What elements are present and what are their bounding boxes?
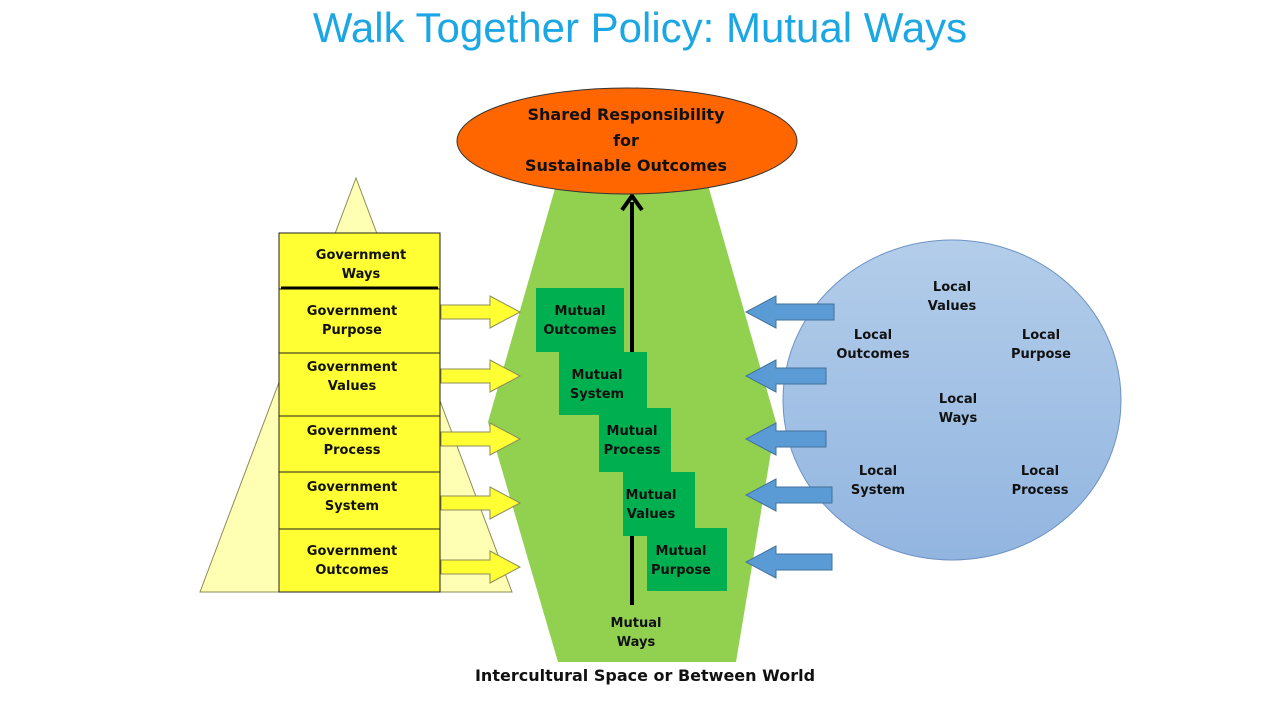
arrow-right-icon: [440, 486, 522, 520]
mutual-process-label: Mutual Process: [603, 424, 661, 458]
oval-line-2: for: [613, 130, 639, 150]
arrow-right-icon: [440, 550, 522, 584]
shared-responsibility-oval: [456, 87, 798, 195]
page-title: Walk Together Policy: Mutual Ways: [312, 4, 968, 51]
mutual-outcomes-label: Mutual Outcomes: [543, 304, 617, 338]
government-values-label: Government Values: [306, 360, 398, 394]
local-purpose-label: Local Purpose: [1011, 328, 1071, 362]
mutual-system-box: [559, 352, 647, 415]
local-arrows: [744, 295, 835, 579]
government-purpose-label: Government Purpose: [306, 304, 398, 338]
government-values-box: [278, 352, 441, 417]
mutual-purpose-box: [647, 528, 727, 591]
oval-line-1: Shared Responsibility: [527, 105, 725, 124]
government-ways-box: [278, 232, 441, 290]
mutual-outcomes-box: [536, 288, 624, 352]
government-purpose-box: [278, 288, 441, 354]
oval-line-3: Sustainable Outcomes: [524, 156, 728, 175]
oval-label: Shared Responsibility for Sustainable Ou…: [470, 102, 782, 179]
mutual-purpose-label: Mutual Purpose: [651, 544, 711, 578]
arrow-left-icon: [744, 359, 827, 393]
government-outcomes-box: [278, 528, 441, 593]
mutual-ways-label: Mutual Ways: [610, 616, 662, 650]
government-outcomes-label: Government Outcomes: [306, 544, 398, 578]
government-column: [278, 232, 441, 593]
mutual-values-label: Mutual Values: [625, 488, 677, 522]
mutual-system-label: Mutual System: [569, 368, 625, 402]
intercultural-caption: Intercultural Space or Between World: [474, 666, 816, 685]
arrow-left-icon: [744, 422, 827, 456]
arrow-left-icon: [744, 295, 835, 329]
government-process-label: Government Process: [306, 424, 398, 458]
arrow-up-icon: [620, 192, 644, 212]
government-system-label: Government System: [306, 480, 398, 514]
government-system-box: [278, 471, 441, 530]
mutual-values-box: [623, 472, 695, 536]
government-ways-label: Government Ways: [315, 248, 407, 282]
local-values-label: Local Values: [927, 280, 977, 314]
mutual-process-box: [599, 408, 671, 472]
local-system-label: Local System: [850, 464, 906, 498]
arrow-left-icon: [744, 545, 833, 579]
government-process-box: [278, 415, 441, 473]
arrow-left-icon: [744, 478, 833, 512]
arrow-right-icon: [440, 422, 522, 456]
arrow-right-icon: [440, 359, 522, 393]
government-arrows: [440, 295, 522, 584]
local-ways-label: Local Ways: [938, 392, 978, 426]
arrow-right-icon: [440, 295, 522, 329]
mutual-steps: [536, 288, 727, 591]
local-outcomes-label: Local Outcomes: [836, 328, 910, 362]
local-process-label: Local Process: [1011, 464, 1069, 498]
local-circle: [782, 239, 1122, 561]
